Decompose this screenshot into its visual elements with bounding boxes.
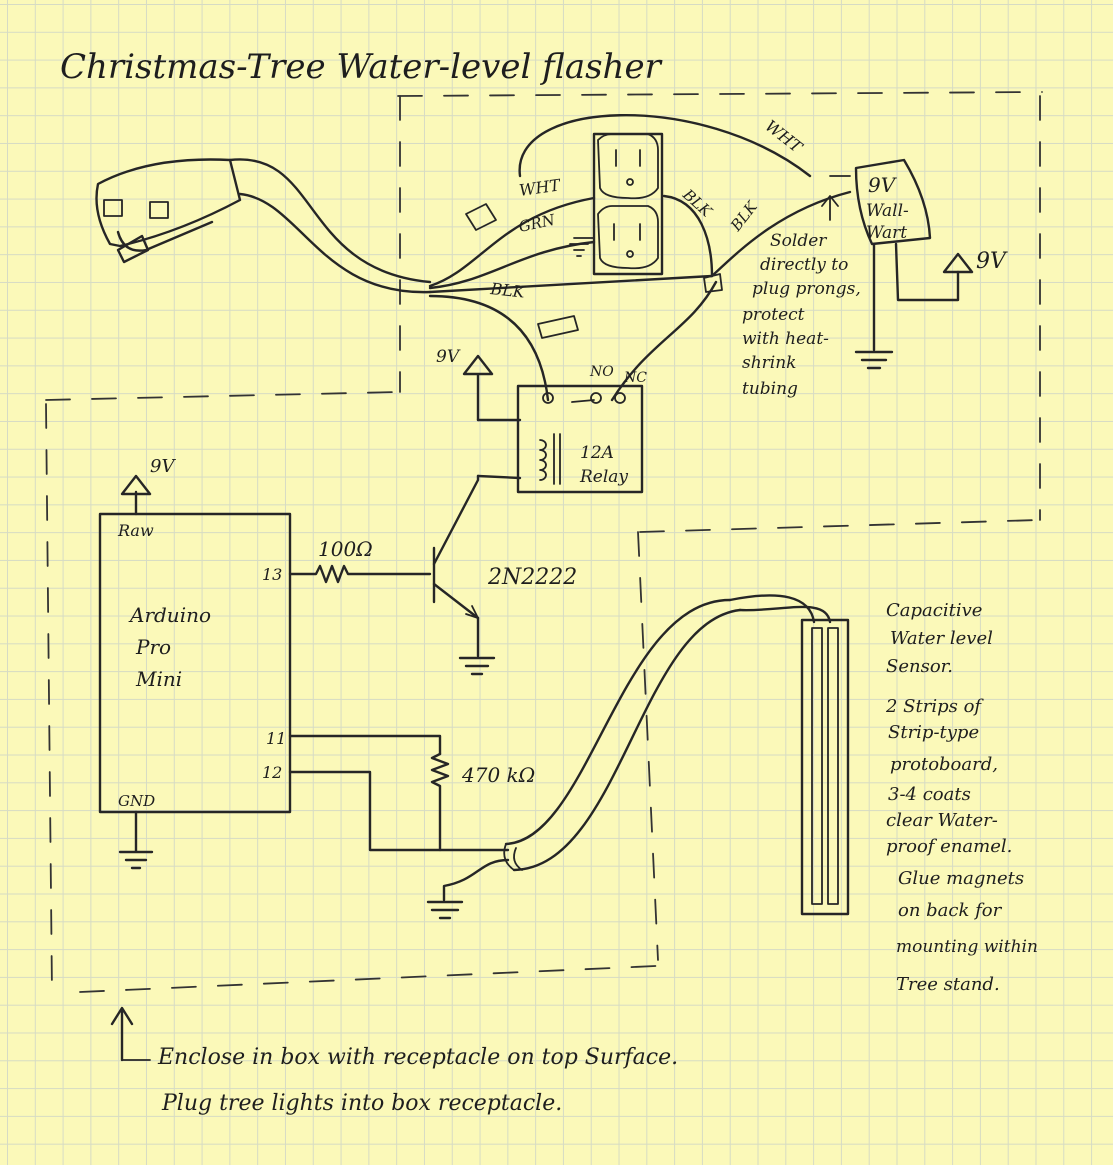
footer-line2: Plug tree lights into box receptacle. xyxy=(161,1091,562,1116)
arduino-pin-12: 12 xyxy=(262,763,282,782)
sensor-note-line11: on back for xyxy=(898,900,1003,921)
arduino-pin-11: 11 xyxy=(266,729,286,748)
relay-coil-9v: 9V xyxy=(436,347,461,367)
sensor-note-line10: Glue magnets xyxy=(898,868,1024,889)
wire-label-blk-wallwart: BLK xyxy=(726,197,761,235)
relay-name: Relay xyxy=(579,467,628,487)
sensor-note-line5: Strip-type xyxy=(888,722,979,743)
sensor-note-line7: 3-4 coats xyxy=(888,784,971,805)
wallwart-label-line2: Wall- xyxy=(866,201,909,221)
footer-arrow xyxy=(110,1006,151,1062)
enclosure-outlines xyxy=(45,91,1043,993)
sensor-note-line8: clear Water- xyxy=(886,810,998,831)
labels: WHT WHT GRN BLK BLK BLK 9V Wall- Wart So… xyxy=(117,116,1038,1116)
arduino-raw-pin: Raw xyxy=(117,521,154,540)
arduino-name-line2: Pro xyxy=(135,635,171,659)
arduino-name-line1: Arduino xyxy=(128,603,211,627)
solder-note-line2: directly to xyxy=(760,255,848,275)
solder-note-line4: protect xyxy=(742,305,805,325)
solder-note-line3: plug prongs, xyxy=(752,279,861,299)
resistor-sense-value: 470 kΩ xyxy=(461,763,535,787)
footer-line1: Enclose in box with receptacle on top Su… xyxy=(157,1045,678,1070)
sensor-note-line12: mounting within xyxy=(896,937,1038,957)
wall-wart xyxy=(821,158,974,370)
wire-label-wht-top: WHT xyxy=(762,116,807,157)
wallwart-label-line3: Wart xyxy=(866,223,907,243)
sensor-note-line6: protoboard, xyxy=(890,754,998,775)
arduino-raw-9v: 9V xyxy=(150,456,176,477)
sensor-note-line2: Water level xyxy=(890,628,993,649)
power-cord xyxy=(228,158,432,294)
arduino-board xyxy=(98,474,510,920)
relay-rating: 12A xyxy=(580,443,614,463)
relay-nc-label: NC xyxy=(623,370,647,386)
solder-note-line1: Solder xyxy=(770,231,827,251)
sensor-note-line4: 2 Strips of xyxy=(885,696,984,717)
sensor-note-line1: Capacitive xyxy=(886,600,982,621)
arduino-name-line3: Mini xyxy=(135,667,182,691)
resistor-base-value: 100Ω xyxy=(318,537,373,561)
wallwart-output-9v: 9V xyxy=(976,249,1008,274)
solder-note-line5: with heat- xyxy=(742,329,829,349)
transistor-part: 2N2222 xyxy=(487,565,577,590)
wire-label-wht: WHT xyxy=(518,175,563,200)
duplex-outlet xyxy=(592,132,664,276)
solder-note-line6: shrink xyxy=(742,353,797,373)
sensor-note-line13: Tree stand. xyxy=(896,974,1000,995)
power-plug xyxy=(95,158,242,264)
sensor-note-line9: proof enamel. xyxy=(886,836,1012,857)
wire-label-grn: GRN xyxy=(517,211,557,236)
arduino-gnd-pin: GND xyxy=(118,792,155,810)
wallwart-label-voltage: 9V xyxy=(868,173,898,197)
sensor-note-line3: Sensor. xyxy=(886,656,953,677)
capacitive-sensor xyxy=(503,594,850,916)
relay-no-label: NO xyxy=(589,364,614,380)
solder-note-line7: tubing xyxy=(742,379,798,399)
title: Christmas-Tree Water-level flasher xyxy=(60,47,663,87)
relay xyxy=(462,354,644,494)
wire-label-blk-relay: BLK xyxy=(489,279,527,302)
arduino-pin-13: 13 xyxy=(262,565,282,584)
